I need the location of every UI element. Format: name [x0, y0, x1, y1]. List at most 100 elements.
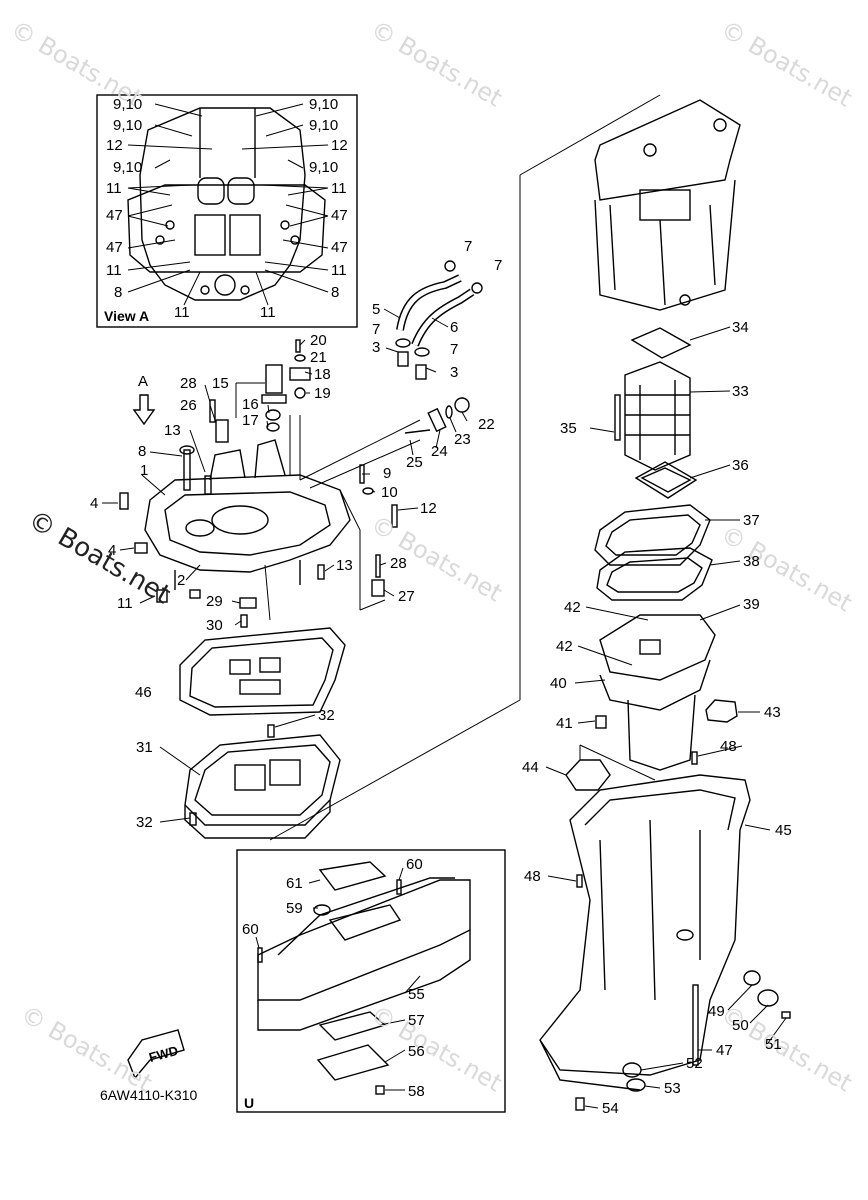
callout-a-910-lr: 9,10 — [309, 159, 339, 176]
callout-33: 33 — [732, 383, 749, 400]
callout-8: 8 — [138, 443, 147, 460]
callout-7c: 7 — [372, 321, 381, 338]
callout-a-8-r: 8 — [331, 284, 340, 301]
callout-11: 11 — [117, 595, 133, 612]
callout-a-11-bl: 11 — [174, 304, 190, 321]
callout-55: 55 — [408, 986, 425, 1003]
callout-48b: 48 — [524, 868, 541, 885]
callout-a-47-lr: 47 — [331, 239, 348, 256]
callout-18: 18 — [314, 366, 331, 383]
callout-51: 51 — [765, 1036, 782, 1053]
bolt-47-drawing — [692, 984, 699, 1066]
view-a-arrow-label: A — [138, 373, 149, 390]
callout-4a: 4 — [90, 495, 99, 512]
callout-32a: 32 — [318, 707, 335, 724]
callout-1: 1 — [140, 462, 149, 479]
screw-51-drawing — [781, 1011, 791, 1019]
callout-a-47-ur: 47 — [331, 207, 348, 224]
callout-43: 43 — [764, 704, 781, 721]
assembly-guide-lines — [264, 94, 661, 841]
callout-10: 10 — [381, 484, 398, 501]
callout-46: 46 — [135, 684, 152, 701]
callout-2: 2 — [177, 572, 186, 589]
callout-53: 53 — [664, 1080, 681, 1097]
callout-52: 52 — [686, 1055, 703, 1072]
callout-24: 24 — [431, 443, 448, 460]
oil-pan-drawing — [594, 99, 741, 311]
callout-56: 56 — [408, 1043, 425, 1060]
callout-57: 57 — [408, 1012, 425, 1029]
callout-a-11-br: 11 — [260, 304, 276, 321]
callout-23: 23 — [454, 431, 471, 448]
callout-a-12-l: 12 — [106, 137, 123, 154]
callout-29: 29 — [206, 593, 223, 610]
view-a-plate-drawing — [127, 107, 326, 301]
view-a-arrow-icon — [132, 394, 156, 426]
upper-casing-45-drawing — [539, 774, 751, 1091]
view-a-leaders — [127, 103, 329, 306]
callout-15: 15 — [212, 375, 229, 392]
bolt-41-drawing — [595, 715, 607, 729]
callout-a-11-ll: 11 — [106, 262, 122, 279]
plate-50-drawing — [757, 989, 779, 1007]
callout-50: 50 — [732, 1017, 749, 1034]
u-cover-drawing — [257, 861, 471, 1095]
callout-39: 39 — [743, 596, 760, 613]
pin-48-top-drawing — [691, 751, 698, 765]
callout-21: 21 — [310, 349, 327, 366]
view-a-label: View A — [104, 308, 150, 324]
callout-22: 22 — [478, 416, 495, 433]
callout-12: 12 — [420, 500, 437, 517]
callout-20: 20 — [310, 332, 327, 349]
callout-a-11-lr: 11 — [331, 262, 347, 279]
part-code: 6AW4110-K310 — [100, 1087, 198, 1103]
exhaust-guide-drawing — [144, 439, 351, 590]
callout-a-12-r: 12 — [331, 137, 348, 154]
callout-7a: 7 — [464, 238, 473, 255]
callout-17: 17 — [242, 412, 259, 429]
callout-35: 35 — [560, 420, 577, 437]
fwd-label: FWD — [147, 1043, 179, 1065]
callout-28b: 28 — [390, 555, 407, 572]
callout-26: 26 — [180, 397, 197, 414]
callout-38: 38 — [743, 553, 760, 570]
u-panel-label: U — [244, 1095, 255, 1111]
callout-13b: 13 — [336, 557, 353, 574]
callout-a-11-ur: 11 — [331, 180, 347, 197]
callout-6: 6 — [450, 319, 459, 336]
callout-28a: 28 — [180, 375, 197, 392]
gasket-34-drawing — [630, 327, 692, 359]
callout-a-910-tr: 9,10 — [309, 96, 339, 113]
callout-49: 49 — [708, 1003, 725, 1020]
callout-19: 19 — [314, 385, 331, 402]
callout-a-910-tl: 9,10 — [113, 96, 143, 113]
callout-27: 27 — [398, 588, 415, 605]
callout-42a: 42 — [564, 599, 581, 616]
callout-13a: 13 — [164, 422, 181, 439]
callout-40: 40 — [550, 675, 567, 692]
seal-44-drawing — [565, 759, 611, 791]
callout-3a: 3 — [372, 339, 381, 356]
callout-a-910-ll: 9,10 — [113, 159, 143, 176]
callout-a-47-ul: 47 — [106, 207, 123, 224]
part-52-drawing — [622, 1062, 642, 1078]
callout-a-11-ul: 11 — [106, 180, 122, 197]
callout-31: 31 — [136, 739, 153, 756]
gasket-46-drawing — [179, 627, 346, 716]
callout-leaders — [102, 308, 787, 1109]
gasket-37-drawing — [594, 504, 711, 566]
callout-34: 34 — [732, 319, 749, 336]
gasket-38-drawing — [596, 547, 713, 601]
callout-61: 61 — [286, 875, 303, 892]
grommet-49-drawing — [743, 970, 761, 986]
callout-60b: 60 — [242, 921, 259, 938]
callout-7b: 7 — [494, 257, 503, 274]
fwd-arrow-icon — [127, 1029, 185, 1080]
manifold-33-drawing — [624, 361, 691, 471]
fwd-label-box: FWD — [147, 1043, 179, 1065]
callout-a-910-mr: 9,10 — [309, 117, 339, 134]
hose-assembly-drawing — [395, 260, 483, 434]
u-inset-frame — [236, 849, 506, 1113]
view-a-inset-frame — [96, 94, 358, 328]
part-43-drawing — [705, 699, 738, 723]
